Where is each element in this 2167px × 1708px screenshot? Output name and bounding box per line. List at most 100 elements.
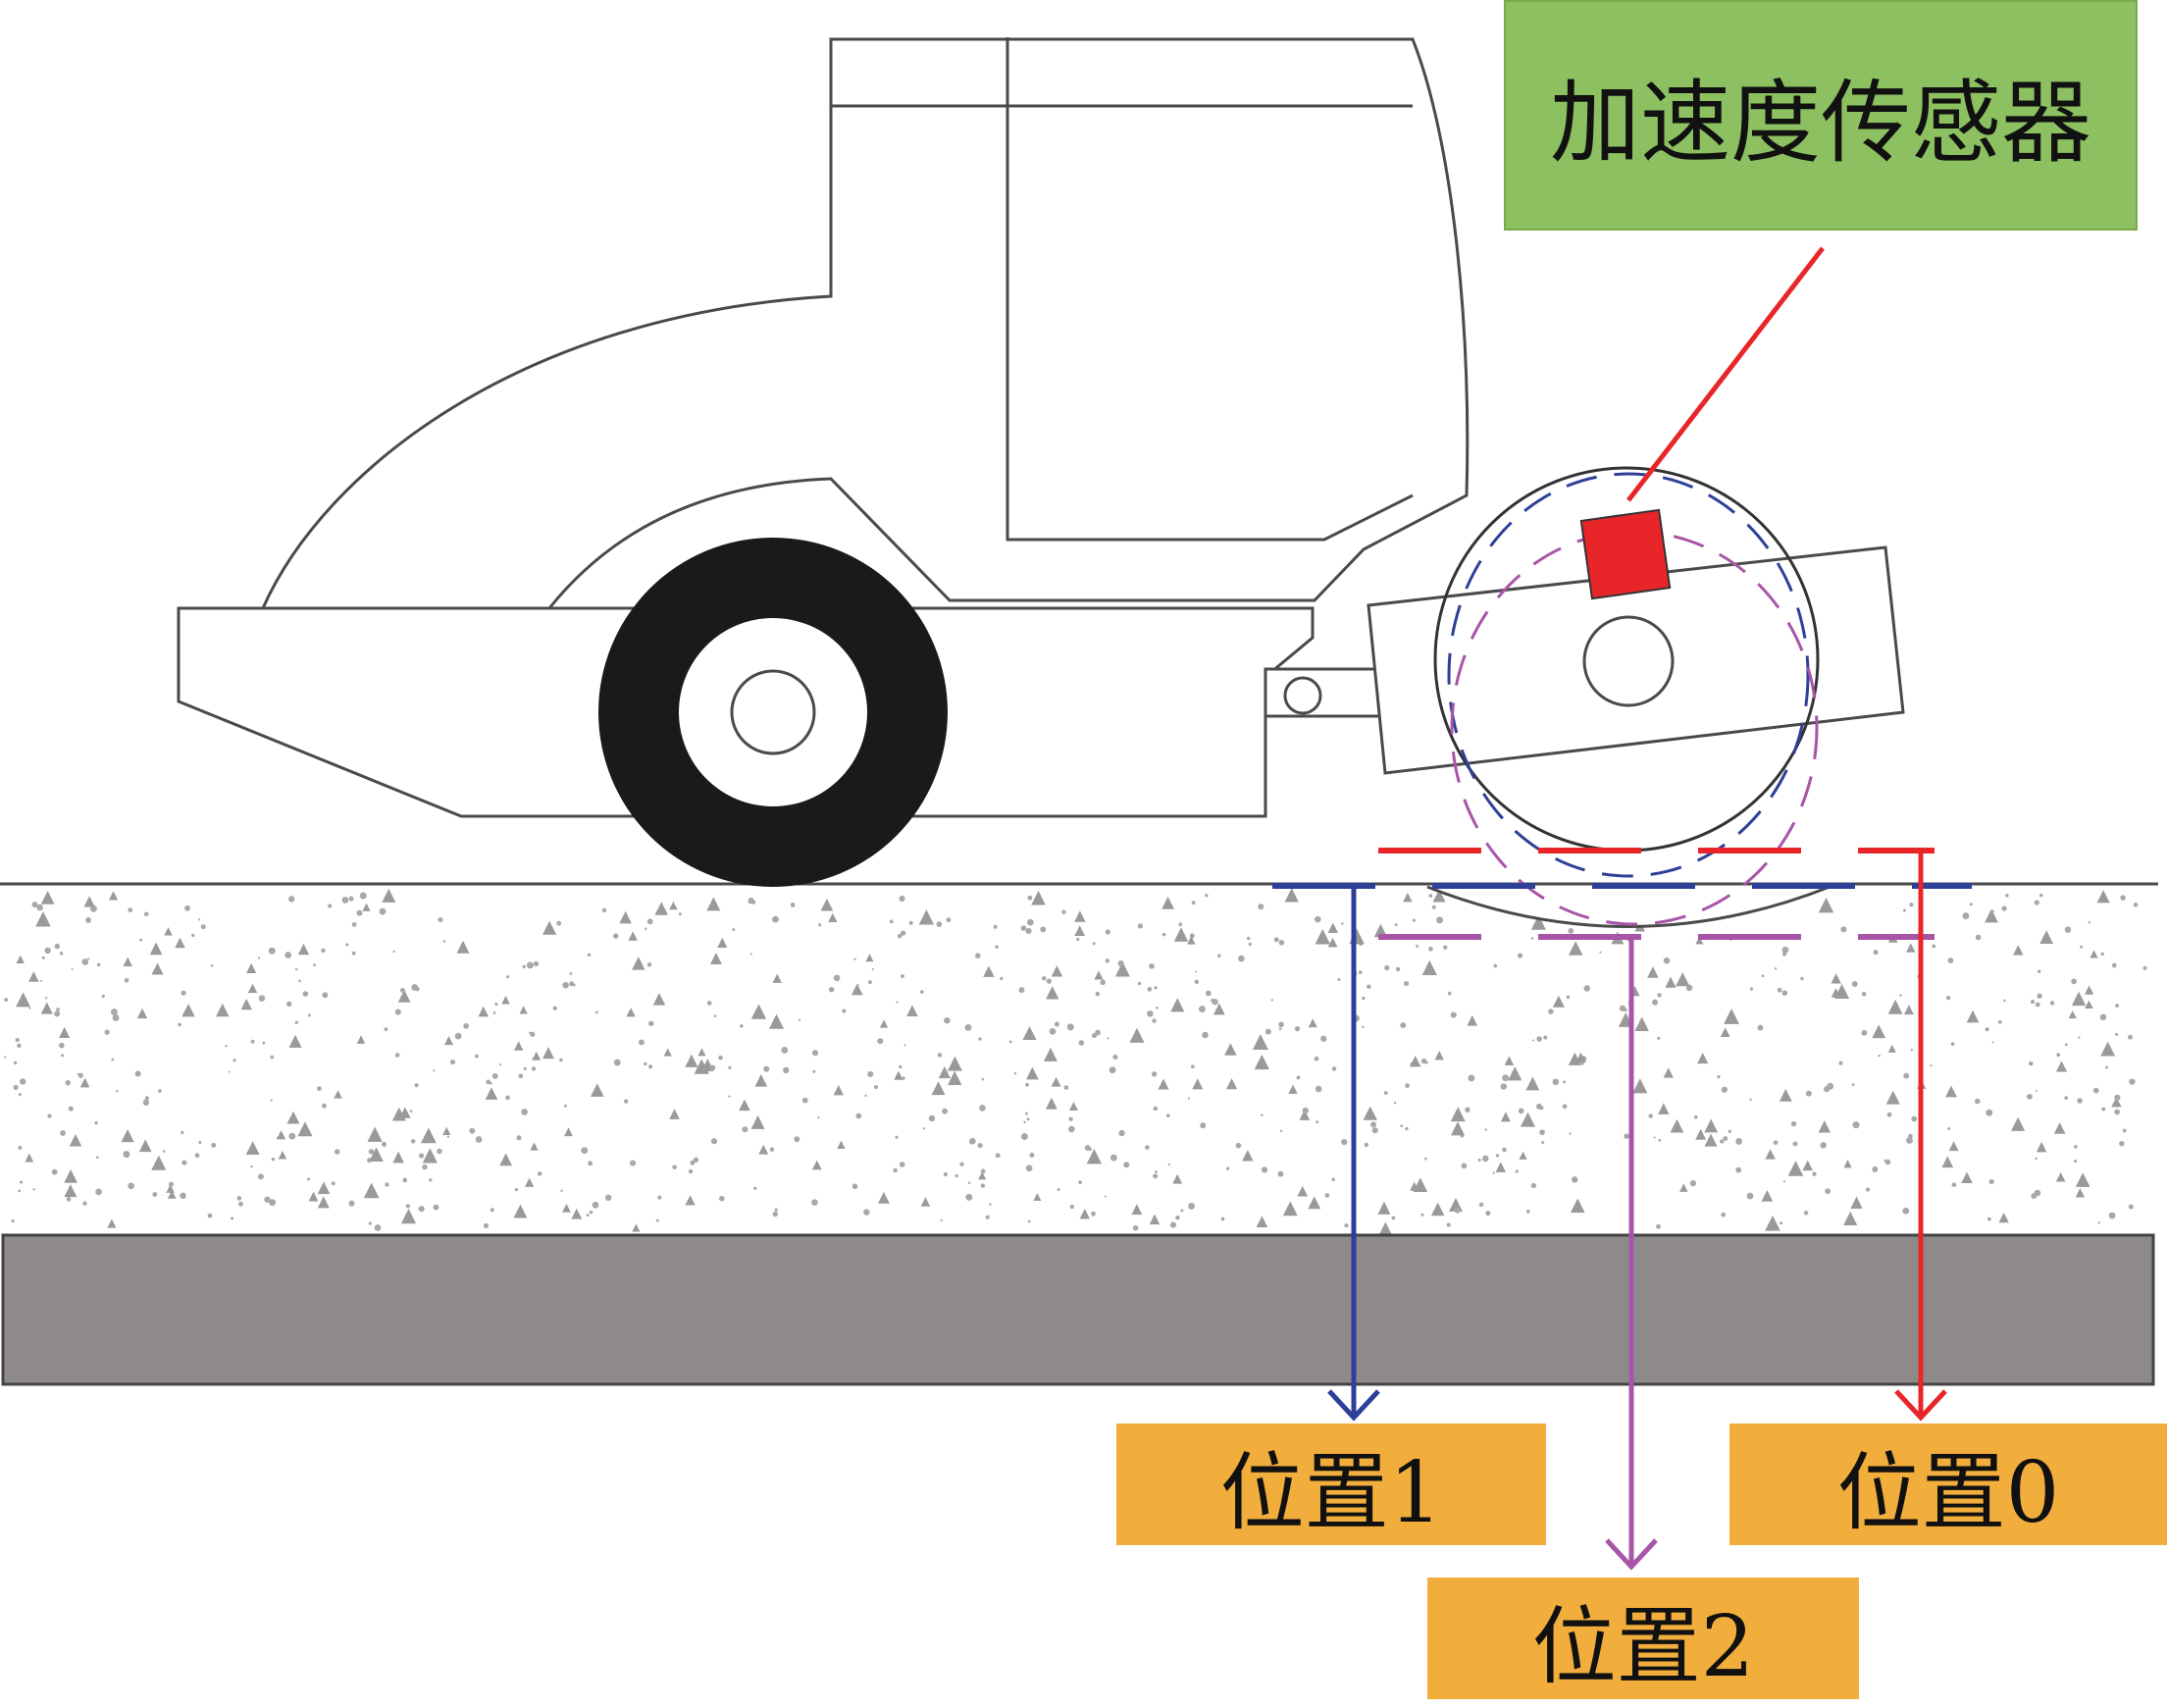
soil-speck — [397, 989, 411, 1003]
soil-speck — [400, 988, 405, 993]
soil-speck — [2097, 1221, 2101, 1224]
soil-speck — [648, 1064, 653, 1069]
soil-speck — [32, 1188, 35, 1191]
soil-speck — [817, 1116, 820, 1119]
soil-speck — [2011, 1116, 2026, 1131]
soil-speck — [1165, 1113, 1170, 1118]
soil-speck — [1430, 1202, 1445, 1216]
soil-speck — [247, 983, 258, 994]
soil-speck — [410, 1139, 416, 1144]
soil-speck — [1137, 981, 1142, 986]
soil-speck — [750, 1114, 765, 1129]
soil-speck — [769, 1147, 775, 1152]
soil-speck — [152, 1192, 158, 1197]
soil-speck — [286, 1001, 292, 1007]
soil-speck — [519, 1006, 528, 1014]
soil-speck — [47, 1113, 52, 1118]
soil-speck — [167, 1190, 177, 1199]
soil-speck — [688, 1168, 694, 1174]
soil-speck — [630, 1160, 637, 1166]
soil-speck — [1383, 1091, 1388, 1095]
soil-speck — [1088, 1147, 1092, 1152]
soil-speck — [1843, 1211, 1858, 1226]
soil-speck — [1843, 1160, 1852, 1168]
soil-speck — [811, 1160, 822, 1170]
soil-speck — [1693, 1114, 1698, 1119]
soil-speck — [2133, 903, 2139, 907]
soil-speck — [1947, 958, 1954, 963]
soil-speck — [524, 1177, 535, 1187]
soil-speck — [1054, 1021, 1059, 1027]
soil-speck — [1541, 1141, 1545, 1144]
soil-speck — [211, 1142, 217, 1148]
soil-speck — [1025, 1165, 1033, 1172]
rear-tire — [598, 538, 948, 887]
soil-speck — [754, 1074, 768, 1087]
soil-speck — [18, 1189, 22, 1193]
soil-speck — [1986, 1216, 1991, 1221]
soil-speck — [2035, 1002, 2040, 1008]
soil-speck — [564, 1127, 573, 1137]
soil-speck — [1495, 1162, 1506, 1172]
soil-speck — [2080, 945, 2084, 949]
soil-speck — [2034, 900, 2039, 906]
soil-speck — [1420, 1213, 1424, 1216]
soil-speck — [979, 1105, 986, 1112]
soil-speck — [1400, 1124, 1404, 1128]
soil-speck — [1852, 1121, 1860, 1129]
soil-speck — [1447, 991, 1452, 996]
soil-speck — [1370, 1121, 1377, 1128]
soil-speck — [56, 1008, 60, 1011]
soil-speck — [742, 1126, 748, 1133]
soil-speck — [772, 1211, 779, 1217]
soil-speck — [1040, 926, 1047, 933]
soil-speck — [128, 1182, 134, 1190]
soil-speck — [644, 1061, 647, 1066]
soil-speck — [532, 1051, 542, 1061]
soil-speck — [1873, 950, 1879, 956]
soil-speck — [581, 1147, 589, 1155]
soil-speck — [419, 1153, 425, 1159]
soil-speck — [895, 1135, 899, 1139]
soil-speck — [1188, 1202, 1195, 1210]
soil-speck — [225, 1045, 228, 1048]
soil-speck — [1773, 1140, 1779, 1145]
soil-speck — [1076, 937, 1080, 942]
soil-speck — [790, 902, 796, 907]
soil-speck — [899, 1162, 905, 1167]
soil-speck — [104, 1029, 110, 1035]
soil-speck — [1254, 1054, 1269, 1070]
soil-speck — [1802, 1160, 1814, 1171]
position-2-arrow — [1605, 937, 1658, 1571]
soil-speck — [946, 917, 952, 923]
soil-speck — [1911, 1115, 1918, 1122]
soil-speck — [1657, 993, 1662, 998]
soil-speck — [1364, 1142, 1369, 1148]
soil-speck — [977, 1142, 983, 1149]
soil-speck — [980, 1183, 986, 1188]
soil-speck — [409, 1110, 413, 1113]
soil-speck — [1424, 1061, 1428, 1064]
soil-speck — [1315, 928, 1331, 945]
soil-speck — [1105, 958, 1110, 963]
soil-speck — [1468, 1074, 1475, 1082]
soil-speck — [1502, 1147, 1507, 1153]
soil-speck — [492, 1011, 496, 1014]
soil-speck — [965, 1193, 973, 1201]
soil-speck — [1252, 1034, 1268, 1050]
soil-speck — [685, 1054, 698, 1067]
soil-speck — [200, 924, 206, 930]
soil-speck — [1152, 1018, 1157, 1023]
position-0-arrow — [1894, 851, 1947, 1422]
soil-speck — [1412, 918, 1417, 922]
soil-speck — [521, 1109, 528, 1115]
soil-speck — [414, 986, 420, 992]
soil-speck — [1724, 1009, 1740, 1024]
soil-speck — [1950, 1042, 1955, 1046]
soil-speck — [981, 1077, 985, 1081]
soil-speck — [1279, 1129, 1283, 1132]
soil-speck — [328, 904, 333, 908]
soil-speck — [2085, 985, 2094, 995]
soil-speck — [1998, 1212, 2009, 1223]
soil-speck — [646, 962, 652, 967]
